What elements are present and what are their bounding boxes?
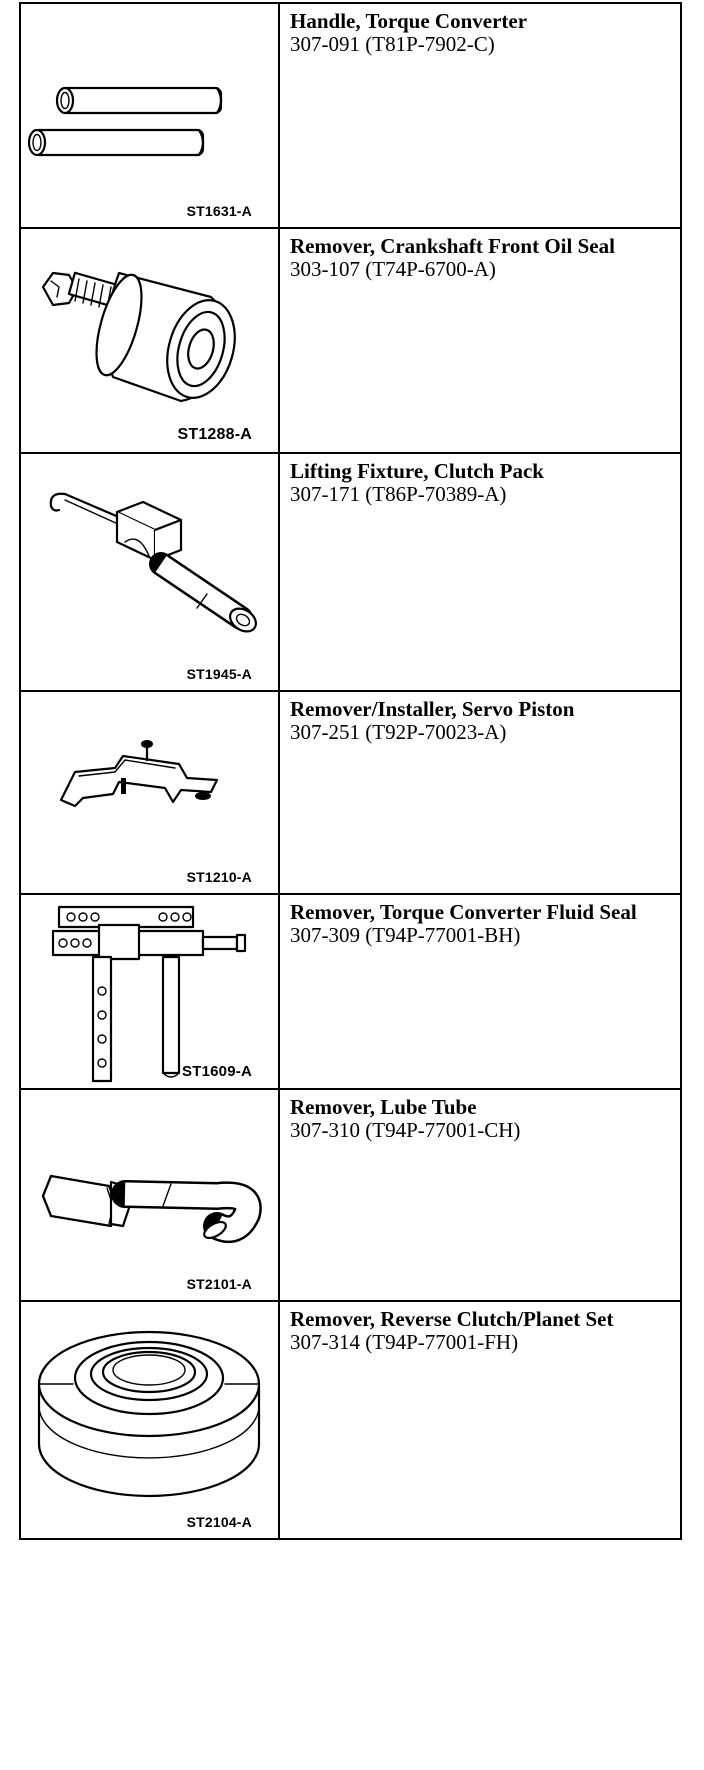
illustration-code: ST2101-A (186, 1276, 252, 1292)
tool-name: Remover/Installer, Servo Piston (290, 697, 575, 721)
tool-row: ST1210-A Remover/Installer, Servo Piston… (19, 690, 682, 895)
tool-name: Handle, Torque Converter (290, 9, 528, 33)
oil-seal-remover-icon (41, 271, 236, 403)
tool-name: Lifting Fixture, Clutch Pack (290, 459, 544, 483)
tool-number: 307-171 (T86P-70389-A) (290, 482, 507, 506)
tool-illustration-cell: ST1609-A (19, 893, 280, 1090)
tool-description-cell: Lifting Fixture, Clutch Pack 307-171 (T8… (278, 452, 682, 692)
seal-puller-icon (51, 905, 247, 1083)
tool-row: ST1288-A Remover, Crankshaft Front Oil S… (19, 227, 682, 454)
tool-description-cell: Handle, Torque Converter 307-091 (T81P-7… (278, 2, 682, 229)
tool-number: 307-314 (T94P-77001-FH) (290, 1330, 519, 1354)
tool-number: 307-251 (T92P-70023-A) (290, 720, 507, 744)
tool-row: ST1945-A Lifting Fixture, Clutch Pack 30… (19, 452, 682, 692)
illustration-code: ST1288-A (177, 426, 252, 443)
tool-description-cell: Remover, Lube Tube 307-310 (T94P-77001-C… (278, 1088, 682, 1302)
tool-name: Remover, Lube Tube (290, 1095, 477, 1119)
tool-description-cell: Remover, Torque Converter Fluid Seal 307… (278, 893, 682, 1090)
illustration-code: ST1609-A (182, 1063, 252, 1080)
tool-name: Remover, Crankshaft Front Oil Seal (290, 234, 615, 258)
tool-illustration-cell: ST1210-A (19, 690, 280, 895)
lube-tube-remover-icon (41, 1174, 262, 1243)
illustration-code: ST1945-A (186, 666, 252, 682)
tool-illustration-cell: ST1631-A (19, 2, 280, 229)
handle-tubes-icon (27, 86, 223, 157)
servo-bracket-icon (59, 740, 219, 808)
tool-row: ST2101-A Remover, Lube Tube 307-310 (T94… (19, 1088, 682, 1302)
tool-illustration-cell: ST1288-A (19, 227, 280, 454)
illustration-code: ST1631-A (186, 203, 252, 219)
tool-row: ST2104-A Remover, Reverse Clutch/Planet … (19, 1300, 682, 1540)
tool-illustration-cell: ST1945-A (19, 452, 280, 692)
tool-description-cell: Remover/Installer, Servo Piston 307-251 … (278, 690, 682, 895)
tool-name: Remover, Reverse Clutch/Planet Set (290, 1307, 614, 1331)
tool-number: 307-091 (T81P-7902-C) (290, 32, 495, 56)
tool-description-cell: Remover, Reverse Clutch/Planet Set 307-3… (278, 1300, 682, 1540)
lifting-fixture-icon (49, 492, 257, 633)
tool-illustration-cell: ST2101-A (19, 1088, 280, 1302)
tool-number: 303-107 (T74P-6700-A) (290, 257, 496, 281)
ring-remover-icon (37, 1330, 261, 1498)
tool-number: 307-309 (T94P-77001-BH) (290, 923, 521, 947)
special-tools-table: ST1631-A Handle, Torque Converter 307-09… (19, 2, 682, 1540)
tool-name: Remover, Torque Converter Fluid Seal (290, 900, 637, 924)
tool-row: ST1609-A Remover, Torque Converter Fluid… (19, 893, 682, 1090)
tool-illustration-cell: ST2104-A (19, 1300, 280, 1540)
illustration-code: ST2104-A (186, 1514, 252, 1530)
tool-description-cell: Remover, Crankshaft Front Oil Seal 303-1… (278, 227, 682, 454)
tool-row: ST1631-A Handle, Torque Converter 307-09… (19, 2, 682, 229)
illustration-code: ST1210-A (186, 869, 252, 885)
tool-number: 307-310 (T94P-77001-CH) (290, 1118, 521, 1142)
